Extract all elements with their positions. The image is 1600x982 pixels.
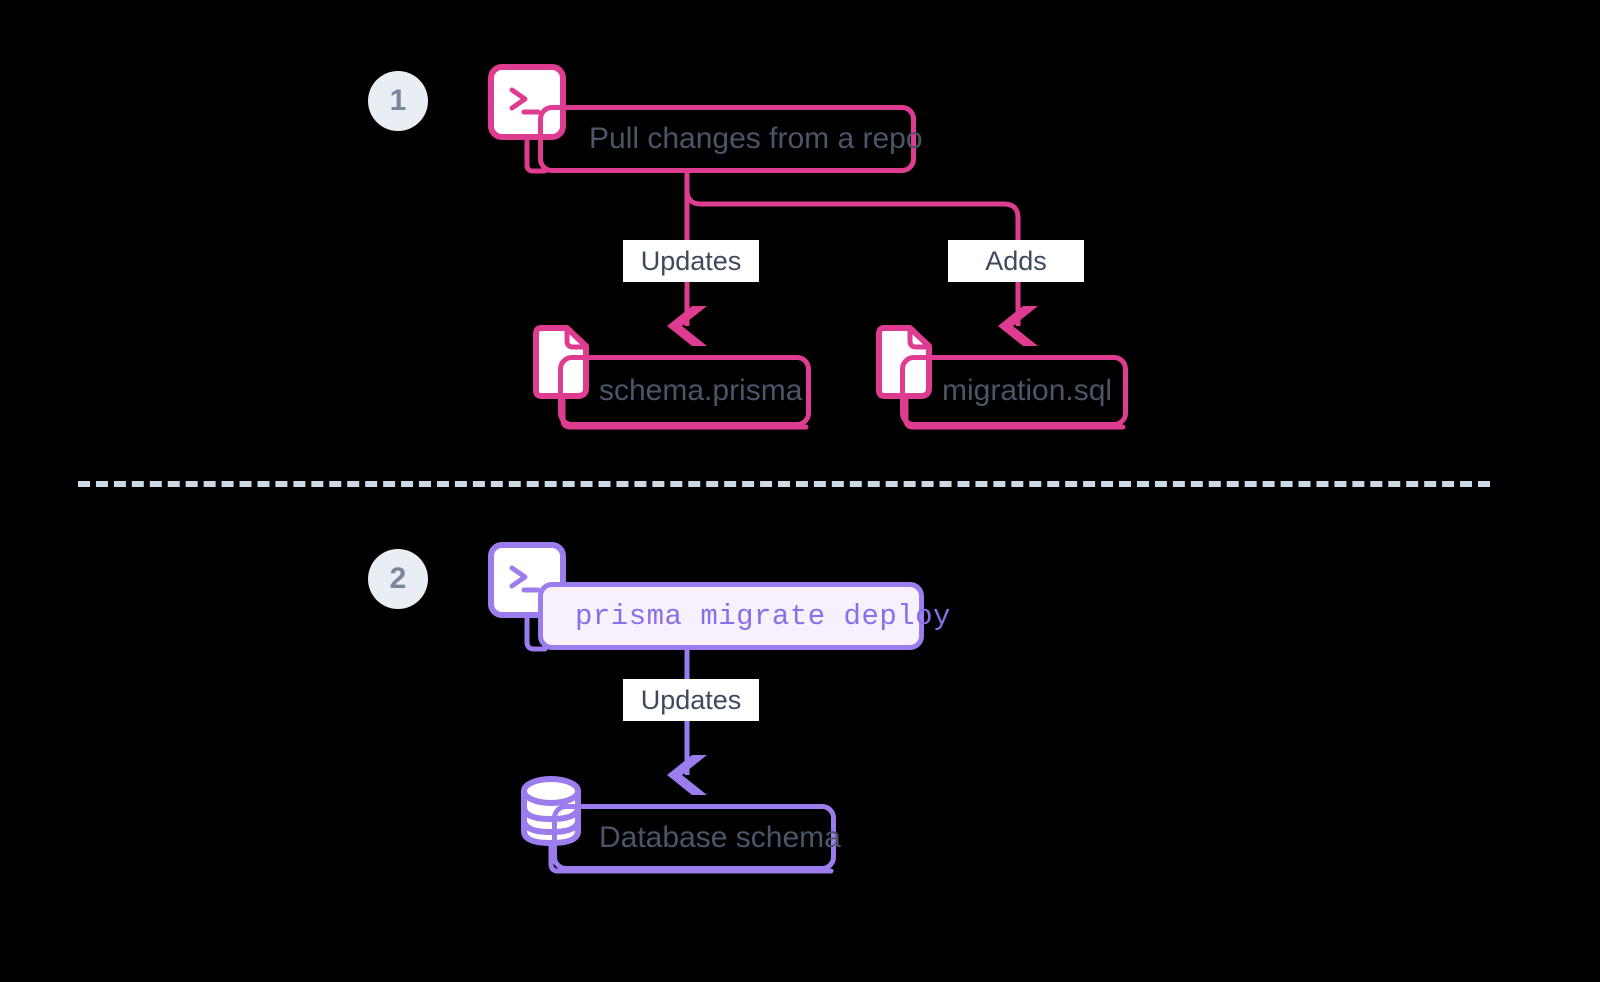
command-label-text-1: Pull changes from a repo bbox=[589, 122, 923, 155]
edge-label-adds-migration: Adds bbox=[948, 240, 1084, 282]
edge-label-text: Adds bbox=[985, 245, 1047, 276]
wire-branch-adds bbox=[684, 176, 1021, 247]
edge-label-text: Updates bbox=[640, 245, 742, 276]
output-label-database-schema: Database schema bbox=[599, 820, 841, 854]
output-label-migration-sql: migration.sql bbox=[942, 374, 1113, 407]
output-node-schema-prisma: schema.prisma bbox=[558, 355, 811, 427]
database-icon bbox=[520, 775, 582, 847]
command-label-pull-changes: Pull changes from a repo bbox=[538, 105, 923, 173]
section-divider bbox=[78, 481, 1490, 487]
terminal-icon bbox=[488, 64, 566, 140]
edge-label-updates-schema: Updates bbox=[623, 240, 759, 282]
command-node-prisma-migrate-deploy: prisma migrate deploy bbox=[538, 582, 950, 650]
output-node-migration-sql: migration.sql bbox=[900, 355, 1128, 427]
output-label-schema-prisma: schema.prisma bbox=[599, 374, 803, 407]
step-badge-1: 1 bbox=[368, 71, 428, 131]
step-number-1: 1 bbox=[389, 84, 407, 117]
edge-label-text: Updates bbox=[640, 684, 742, 715]
output-node-database-schema: Database schema bbox=[552, 804, 841, 871]
command-label-text-2: prisma migrate deploy bbox=[575, 599, 951, 633]
step-badge-2: 2 bbox=[368, 549, 428, 609]
step-number-2: 2 bbox=[389, 562, 407, 595]
edge-label-updates-database: Updates bbox=[623, 679, 759, 721]
